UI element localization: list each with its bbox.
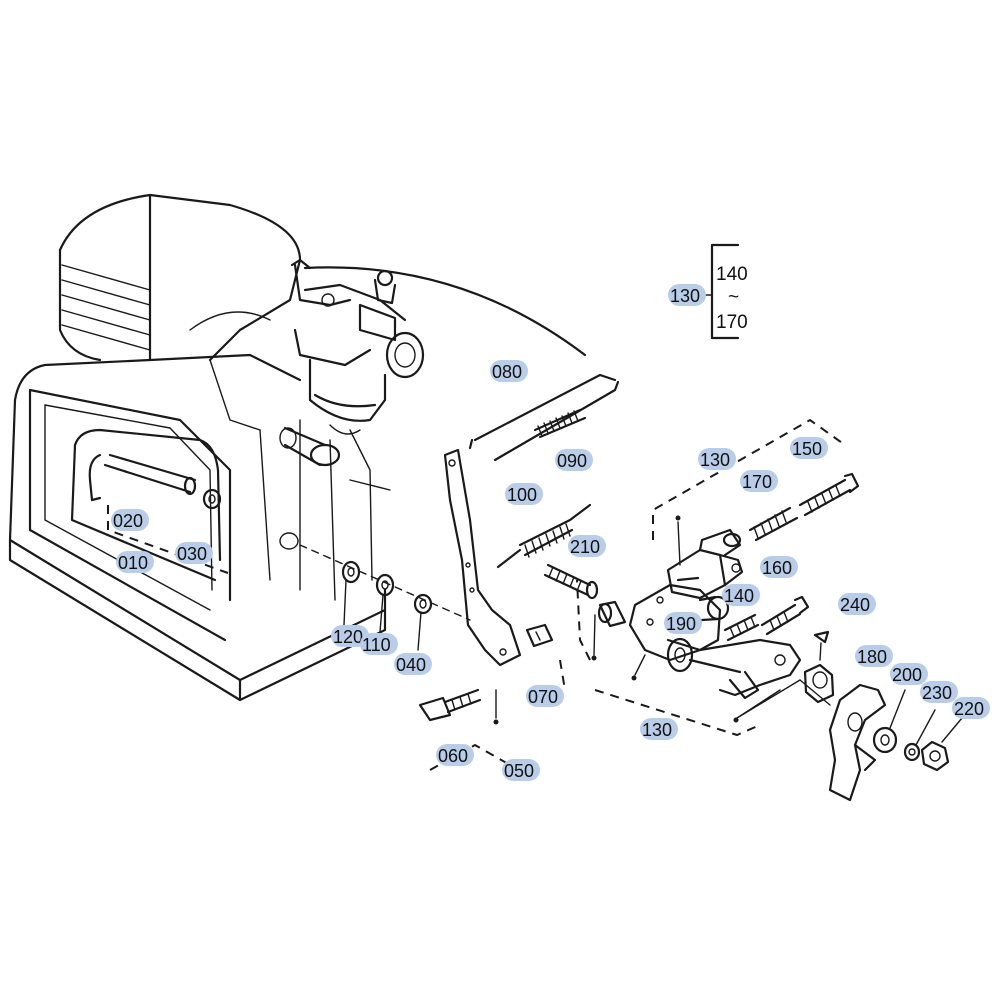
svg-text:130: 130 (642, 720, 672, 740)
svg-text:110: 110 (362, 635, 391, 655)
svg-text:120: 120 (333, 627, 363, 647)
callout-070[interactable]: 070 (526, 685, 564, 707)
callout-040[interactable]: 040 (394, 653, 432, 675)
svg-text:200: 200 (892, 665, 922, 685)
svg-text:040: 040 (396, 655, 426, 675)
svg-text:230: 230 (922, 683, 952, 703)
engine-block (8, 193, 391, 702)
callout-130-top[interactable]: 130 (698, 448, 736, 470)
callout-130-bottom[interactable]: 130 (640, 718, 678, 740)
callout-020[interactable]: 020 (111, 509, 149, 531)
governor-arm (418, 448, 566, 771)
bracket-lower: 170 (716, 312, 748, 333)
svg-text:140: 140 (724, 586, 754, 606)
control-lever (828, 683, 963, 802)
callout-140[interactable]: 140 (722, 584, 760, 606)
svg-text:080: 080 (492, 362, 522, 382)
callout-110[interactable]: 110 (360, 633, 398, 655)
svg-text:090: 090 (557, 451, 587, 471)
callout-210[interactable]: 210 (568, 535, 606, 557)
callout-240[interactable]: 240 (838, 593, 876, 615)
callout-060[interactable]: 060 (436, 744, 474, 766)
bracket-middle: ~ (728, 287, 739, 308)
svg-text:100: 100 (507, 485, 537, 505)
bracket-key: 140 ~ 170 (699, 243, 748, 340)
svg-text:130: 130 (670, 286, 700, 306)
svg-text:210: 210 (570, 537, 600, 557)
springs (468, 373, 620, 600)
callout-170[interactable]: 170 (740, 470, 778, 492)
callout-030[interactable]: 030 (175, 542, 213, 564)
callout-150[interactable]: 150 (790, 437, 828, 459)
svg-text:020: 020 (113, 511, 143, 531)
callout-200[interactable]: 200 (890, 663, 928, 685)
callout-220[interactable]: 220 (952, 697, 990, 719)
callout-080[interactable]: 080 (490, 360, 528, 382)
svg-text:190: 190 (666, 614, 696, 634)
svg-text:060: 060 (438, 746, 468, 766)
svg-text:180: 180 (857, 647, 887, 667)
callout-230[interactable]: 230 (920, 681, 958, 703)
svg-text:160: 160 (762, 558, 792, 578)
callout-050[interactable]: 050 (502, 759, 540, 781)
svg-text:150: 150 (792, 439, 822, 459)
bracket-upper: 140 (716, 264, 748, 285)
svg-text:070: 070 (528, 687, 558, 707)
svg-text:130: 130 (700, 450, 730, 470)
callout-190[interactable]: 190 (664, 612, 702, 634)
svg-text:240: 240 (840, 595, 870, 615)
callout-180[interactable]: 180 (855, 645, 893, 667)
governor-shaft (88, 453, 229, 574)
carburetor (290, 258, 587, 435)
callouts: 020 010 030 120 110 040 060 050 070 080 … (111, 284, 990, 781)
washer-stack (299, 544, 471, 651)
svg-text:010: 010 (118, 553, 148, 573)
callout-120[interactable]: 120 (331, 625, 369, 647)
callout-090[interactable]: 090 (555, 449, 593, 471)
svg-text:050: 050 (504, 761, 534, 781)
callout-130-key[interactable]: 130 (668, 284, 706, 306)
svg-text:220: 220 (954, 699, 984, 719)
callout-010[interactable]: 010 (116, 551, 154, 573)
svg-text:170: 170 (742, 472, 772, 492)
callout-160[interactable]: 160 (760, 556, 798, 578)
svg-text:030: 030 (177, 544, 207, 564)
callout-100[interactable]: 100 (505, 483, 543, 505)
